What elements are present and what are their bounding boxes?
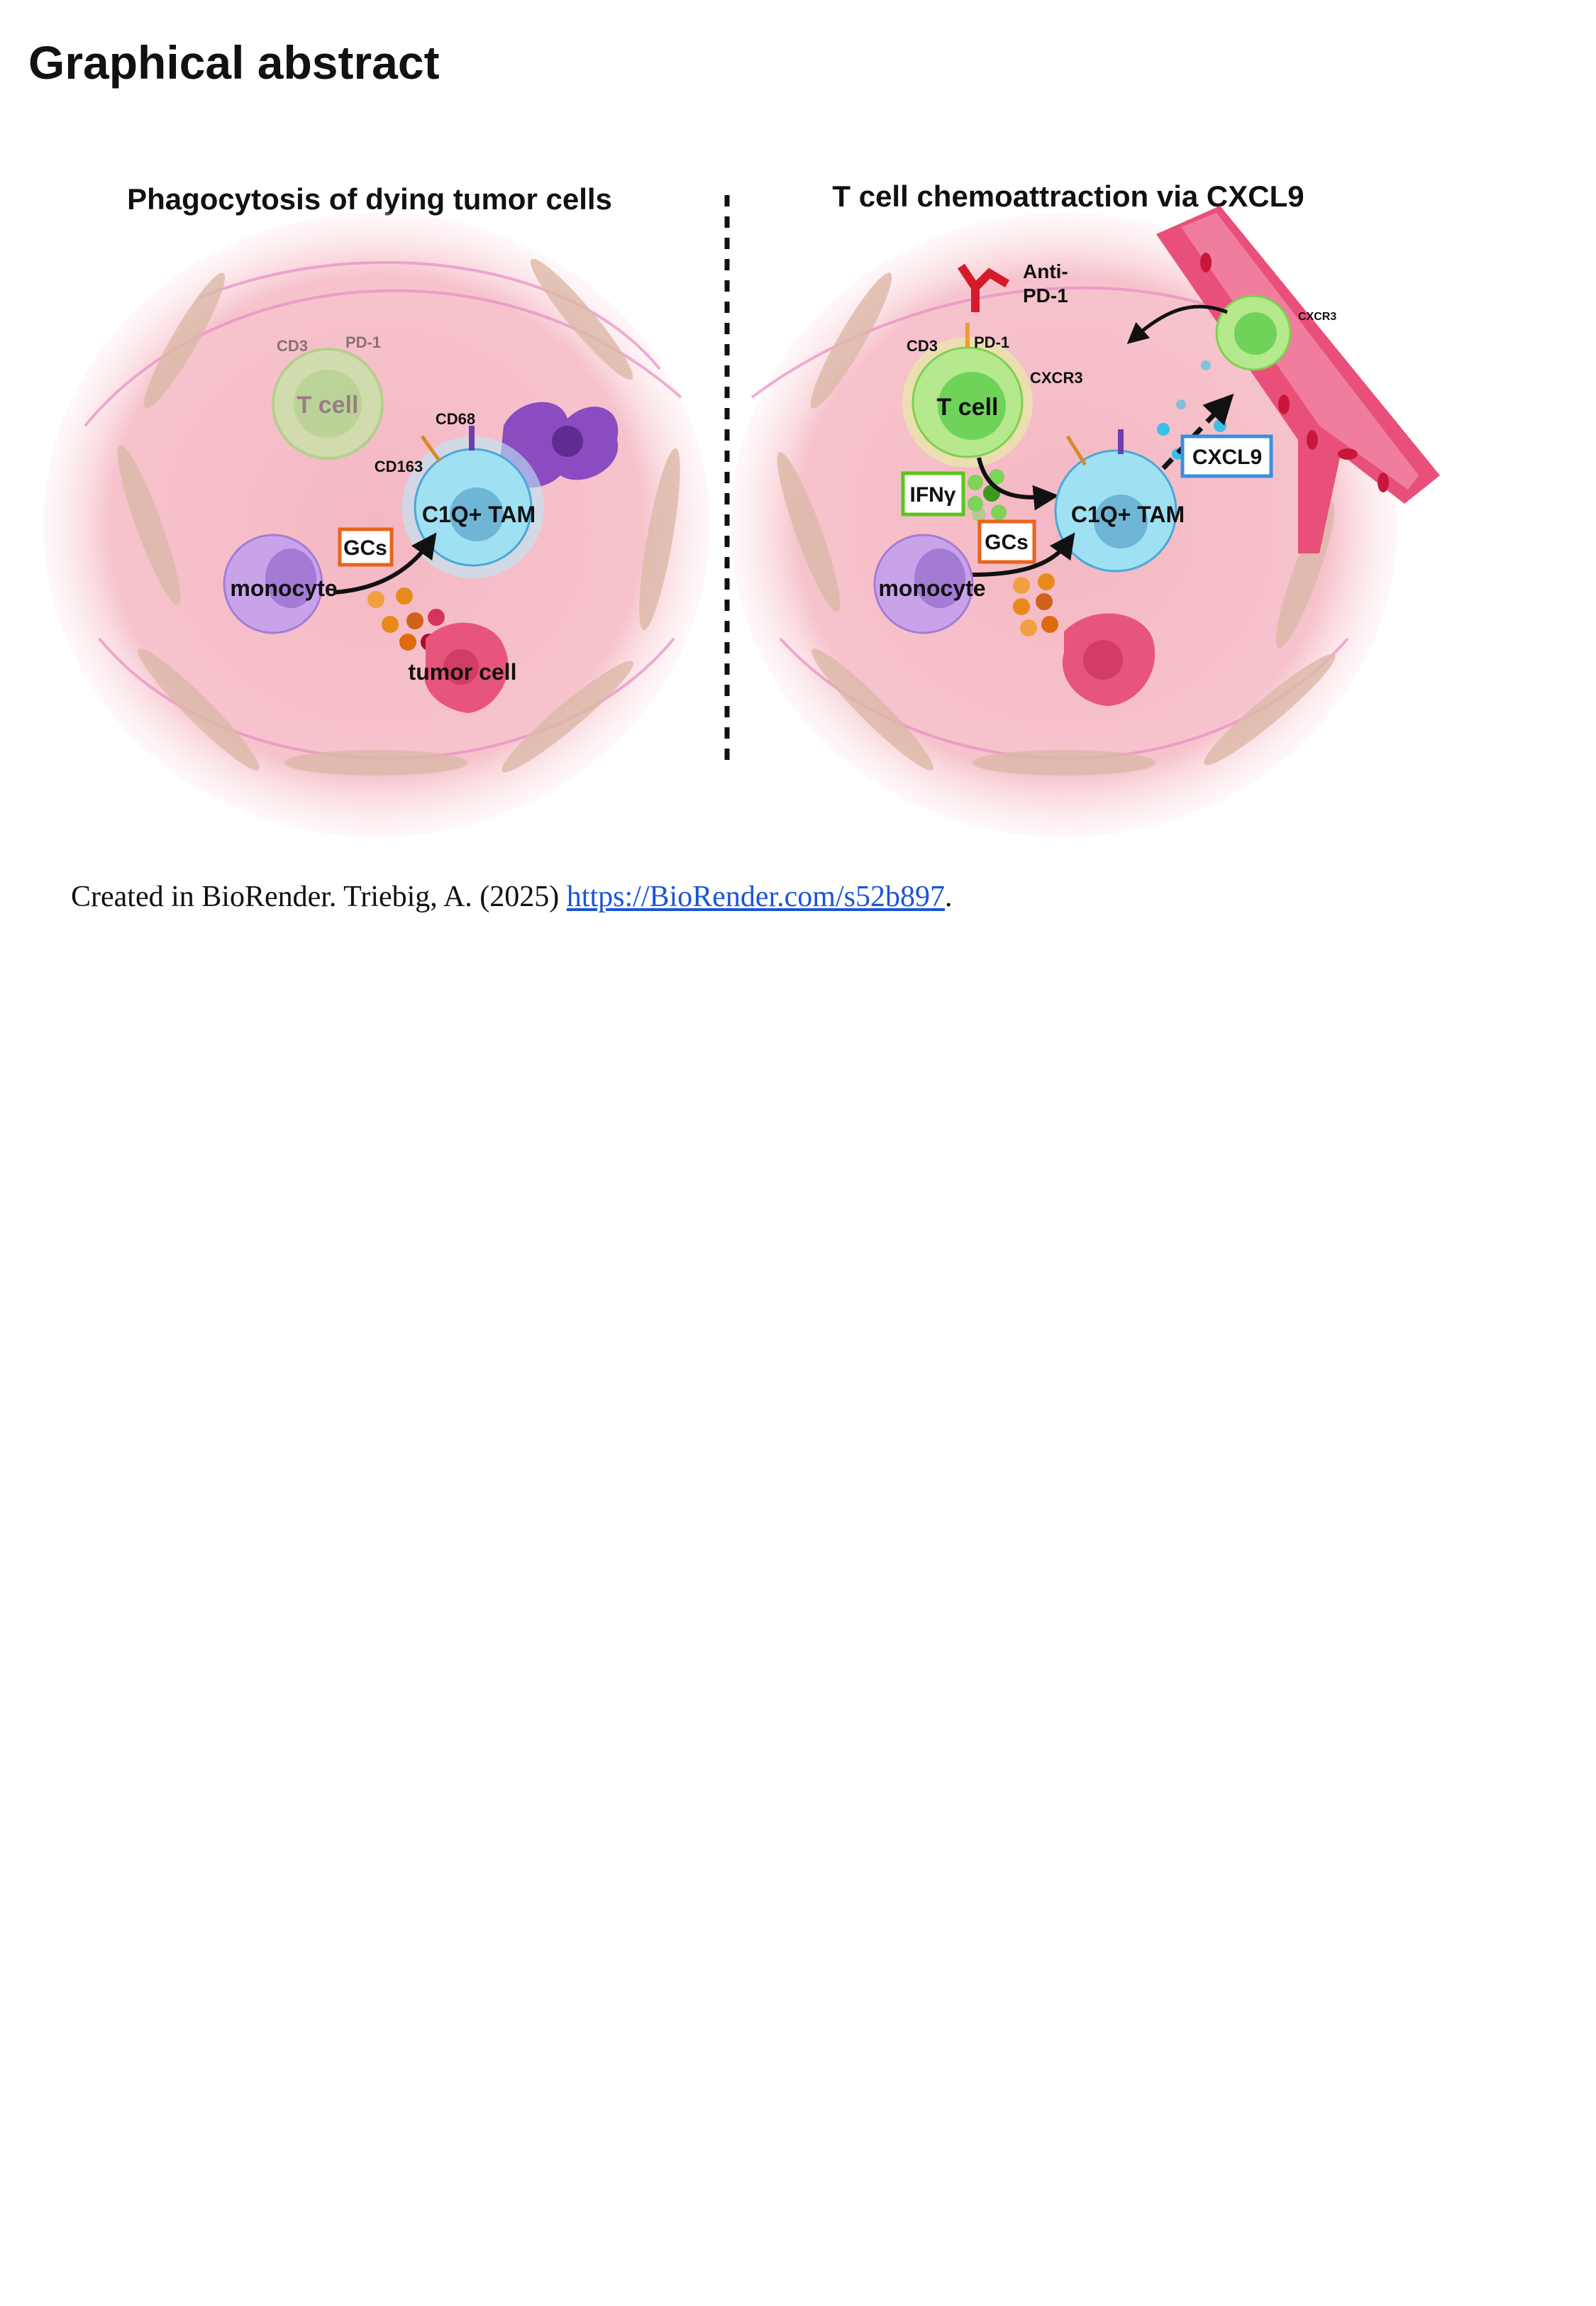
cxcl9-box [1180, 434, 1273, 478]
monocyte-label: monocyte [230, 575, 337, 601]
fibroblasts [117, 258, 680, 776]
gcs-box [977, 519, 1036, 564]
gcs-label: GCs [343, 536, 387, 560]
tumor-cell [1062, 613, 1156, 706]
graphical-abstract-figure: Phagocytosis of dying tumor cells T cell… [43, 180, 1440, 837]
ifng-label: IFNγ [909, 483, 955, 507]
tumor-cell: tumor cell [409, 622, 517, 713]
cd3-label: CD3 [907, 337, 938, 355]
anti-label: Anti- [1023, 260, 1068, 282]
pd1-label: PD-1 [345, 333, 381, 351]
c1q-tam-cell: C1Q+ TAM [402, 426, 544, 578]
vessel-cxcr3-label: CXCR3 [1298, 311, 1336, 323]
ifng-arrow [977, 457, 1059, 511]
t-cell: T cell [272, 348, 384, 460]
caption-text: Created in BioRender. Triebig, A. (2025) [71, 881, 567, 913]
ifng-particles [968, 469, 1007, 522]
glucocorticoid-particles [1013, 573, 1058, 636]
monocyte-cell: monocyte [223, 534, 338, 634]
recruitment-arrow [1126, 304, 1228, 344]
biorender-link[interactable]: https://BioRender.com/s52b897 [566, 881, 945, 913]
tam-label: C1Q+ TAM [422, 502, 536, 527]
tumor-tissue [43, 213, 710, 837]
right-panel: T cell chemoattraction via CXCL9 CXCR3 A… [731, 180, 1440, 837]
left-panel-title: Phagocytosis of dying tumor cells [127, 182, 612, 216]
cxcl9-label: CXCL9 [1192, 446, 1262, 469]
tumor-cell-label: tumor cell [409, 659, 517, 685]
cd68-label: CD68 [436, 410, 475, 428]
differentiation-arrow [971, 532, 1075, 577]
t-cell-label: T cell [297, 392, 359, 419]
figure-caption: Created in BioRender. Triebig, A. (2025)… [71, 880, 952, 914]
monocyte-label: monocyte [878, 575, 985, 601]
page-heading: Graphical abstract [28, 36, 440, 89]
blood-vessel [1156, 206, 1440, 553]
anti-pd1-antibody [958, 263, 1010, 312]
cd3-label: CD3 [277, 337, 308, 355]
right-panel-title: T cell chemoattraction via CXCL9 [832, 180, 1304, 213]
tam-label: C1Q+ TAM [1071, 502, 1185, 527]
anti-pd1-label: PD-1 [1023, 285, 1068, 307]
t-cell-label: T cell [937, 394, 999, 421]
cd163-receptor [420, 435, 442, 463]
ifng-box [901, 471, 965, 517]
cxcr3-label: CXCR3 [1030, 369, 1083, 387]
t-cell: T cell [902, 323, 1033, 468]
caption-end: . [944, 881, 953, 913]
c1q-tam-cell: C1Q+ TAM [1054, 429, 1185, 573]
cd163-label: CD163 [375, 458, 423, 475]
pd1-label: PD-1 [974, 333, 1009, 351]
differentiation-arrow [333, 532, 437, 595]
left-panel: Phagocytosis of dying tumor cells T cell… [43, 182, 710, 837]
gcs-box [338, 527, 394, 567]
gcs-label: GCs [985, 531, 1029, 554]
monocyte-cell: monocyte [873, 534, 986, 634]
circulating-t-cell [1215, 294, 1292, 371]
